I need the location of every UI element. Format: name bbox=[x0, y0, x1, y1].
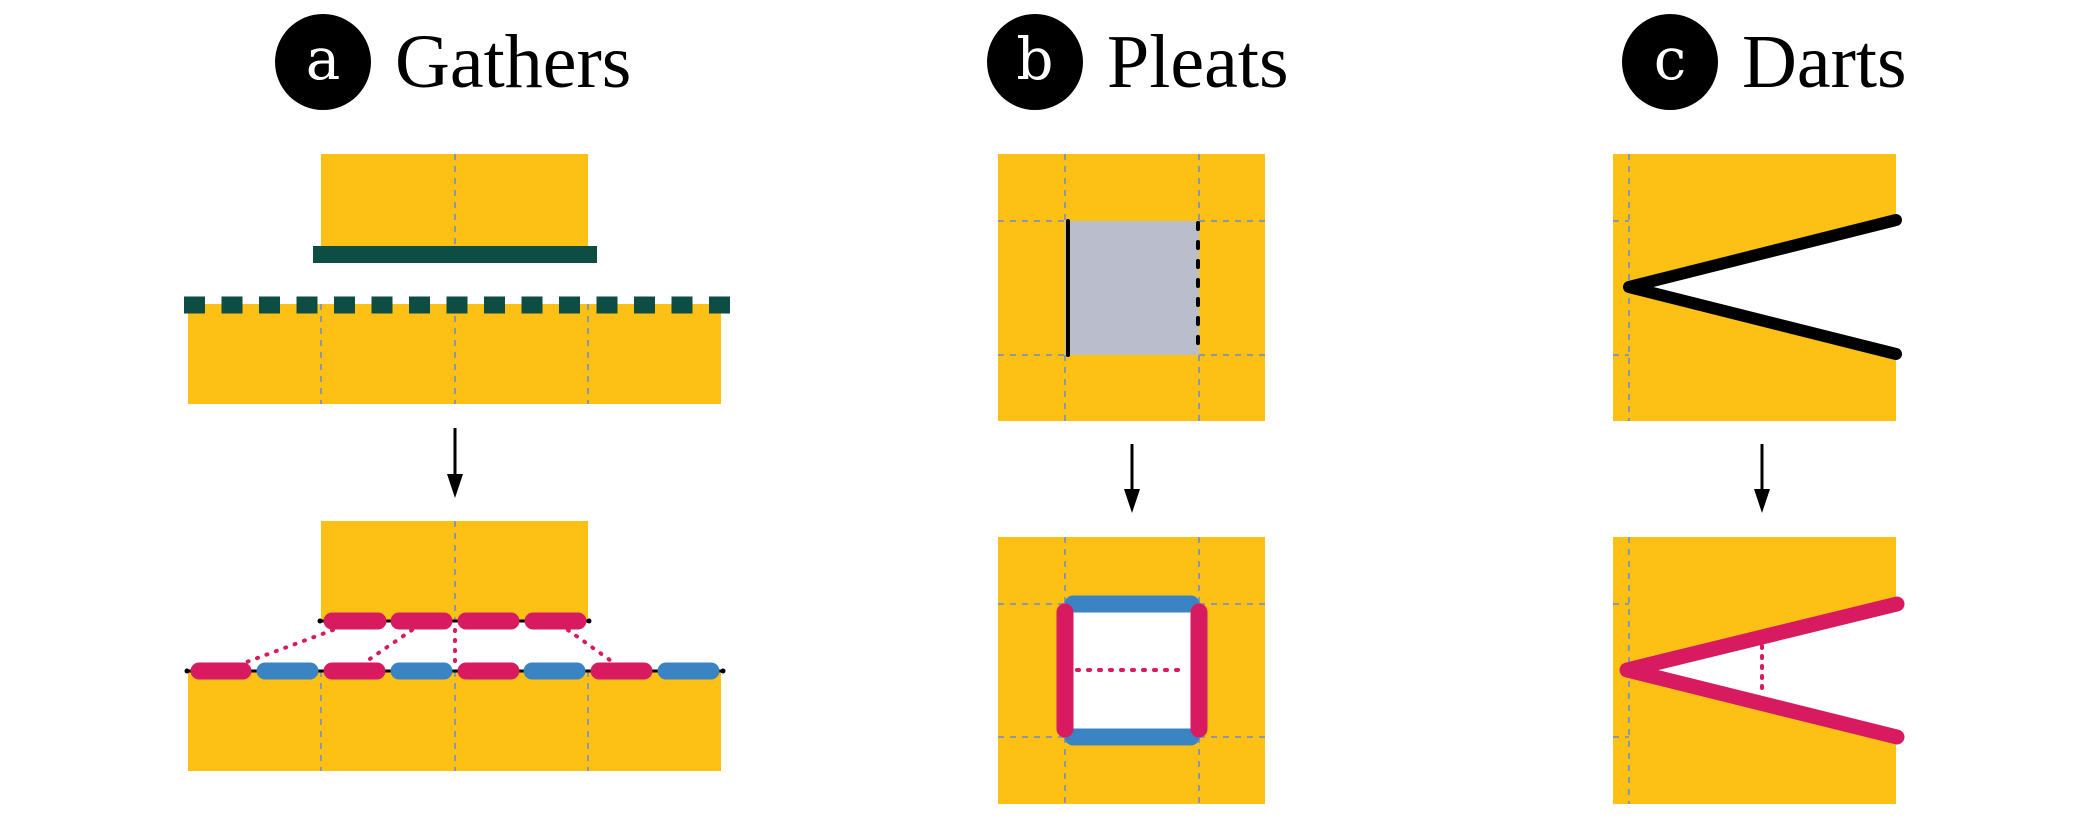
panel-a-title: a Gathers bbox=[275, 14, 631, 110]
pleats-after bbox=[998, 537, 1265, 804]
pleat-fold-region bbox=[1065, 221, 1199, 355]
panel-b-label: Pleats bbox=[1107, 20, 1289, 104]
darts-after bbox=[1613, 537, 1905, 804]
pleat-vertical-stitches bbox=[1056, 603, 1208, 738]
panel-b-title: b Pleats bbox=[987, 14, 1289, 110]
down-arrow-icon bbox=[1754, 444, 1770, 513]
pleat-horizontal-stitches bbox=[1064, 595, 1200, 746]
panel-c-label: Darts bbox=[1742, 20, 1907, 104]
pleats-before bbox=[998, 154, 1265, 421]
darts-before bbox=[1613, 154, 1902, 421]
panel-b-pleats bbox=[998, 154, 1265, 804]
fabric-piece-with-dart bbox=[1613, 154, 1896, 421]
panel-a-badge: a bbox=[275, 14, 371, 110]
panel-c-title: c Darts bbox=[1622, 14, 1907, 110]
panel-a-gathers bbox=[184, 154, 730, 771]
panel-b-badge: b bbox=[987, 14, 1083, 110]
fabric-piece-with-dart bbox=[1613, 537, 1896, 804]
gather-connectors bbox=[242, 628, 616, 665]
gathers-before bbox=[184, 154, 730, 404]
panel-c-badge: c bbox=[1622, 14, 1718, 110]
gathers-after bbox=[184, 521, 726, 771]
short-seam-edge bbox=[313, 246, 597, 263]
dart-legs-stitched bbox=[1619, 596, 1905, 745]
dart-legs bbox=[1623, 214, 1902, 360]
down-arrow-icon bbox=[1124, 444, 1140, 513]
down-arrow-icon bbox=[447, 428, 463, 498]
panel-a-label: Gathers bbox=[395, 20, 632, 104]
panel-c-darts bbox=[1613, 154, 1905, 804]
